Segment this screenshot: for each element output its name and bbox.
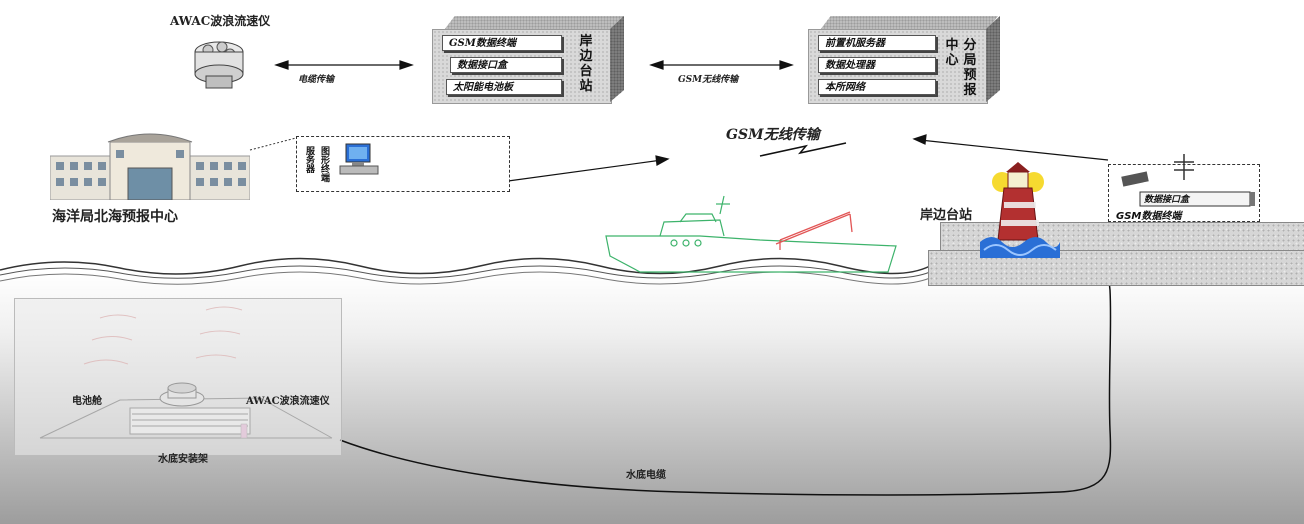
- shore-module: 太阳能电池板: [446, 79, 562, 95]
- underwater-inset: [14, 298, 342, 456]
- shore-side-title: 岸 边 台 站: [579, 34, 593, 94]
- cable-label: 电缆传输: [298, 75, 335, 85]
- building-icon: [50, 133, 250, 200]
- wave-line: [0, 257, 931, 275]
- forecast-box-top: [820, 16, 998, 30]
- forecast-module: 数据处理器: [818, 57, 936, 73]
- gsm-label-top: GSM无线传输: [678, 75, 739, 85]
- terminal-label-server: 服务器: [304, 146, 314, 173]
- underwater-cable-label: 水底电缆: [626, 470, 666, 481]
- gsm-terminal-icon: [1121, 154, 1255, 207]
- battery-label: 电池舱: [72, 396, 102, 407]
- lighthouse-icon: [980, 162, 1060, 258]
- center-name: 海洋局北海预报中心: [52, 209, 178, 225]
- wave-line: [0, 271, 931, 285]
- connector-dotted: [249, 137, 297, 151]
- gsm-terminal-label: GSM数据终端: [1116, 211, 1182, 222]
- gsm-main-label: GSM无线传输: [726, 127, 820, 143]
- gsm-arrow-right: [912, 134, 1109, 161]
- forecast-module: 本所网络: [818, 79, 936, 95]
- terminal-box: [296, 136, 510, 192]
- terminal-label-graphic: 图形终端: [319, 146, 329, 182]
- forecast-box-side: [986, 16, 1000, 102]
- lightning-icon: [759, 142, 847, 157]
- forecast-side-title-a: 中 心: [945, 38, 959, 68]
- shore-box-side: [610, 16, 624, 102]
- forecast-module: 前置机服务器: [818, 35, 936, 51]
- awac-label-underwater: AWAC波浪流速仪: [246, 396, 330, 407]
- interface-label: 数据接口盒: [1144, 195, 1190, 205]
- mount-label: 水底安装架: [158, 454, 208, 465]
- cable-arrow: [274, 60, 414, 70]
- shore-station-label: 岸边台站: [920, 208, 973, 223]
- forecast-side-title-b: 分 局 预 报: [963, 38, 977, 98]
- crane-icon: [775, 211, 853, 250]
- shore-box-top: [444, 16, 624, 30]
- shore-module: GSM数据终端: [442, 35, 562, 51]
- computer-icon: [339, 143, 379, 175]
- wave-line: [0, 265, 931, 279]
- gsm-arrow-top: [649, 60, 794, 70]
- shore-module: 数据接口盒: [450, 57, 562, 73]
- underwater-cable: [339, 251, 1112, 496]
- awac-sensor-icon: [194, 41, 244, 89]
- awac-title: AWAC波浪流速仪: [170, 14, 271, 28]
- pier-base: [928, 250, 1304, 286]
- gsm-arrow-left: [507, 155, 670, 182]
- ship-icon: [605, 195, 897, 273]
